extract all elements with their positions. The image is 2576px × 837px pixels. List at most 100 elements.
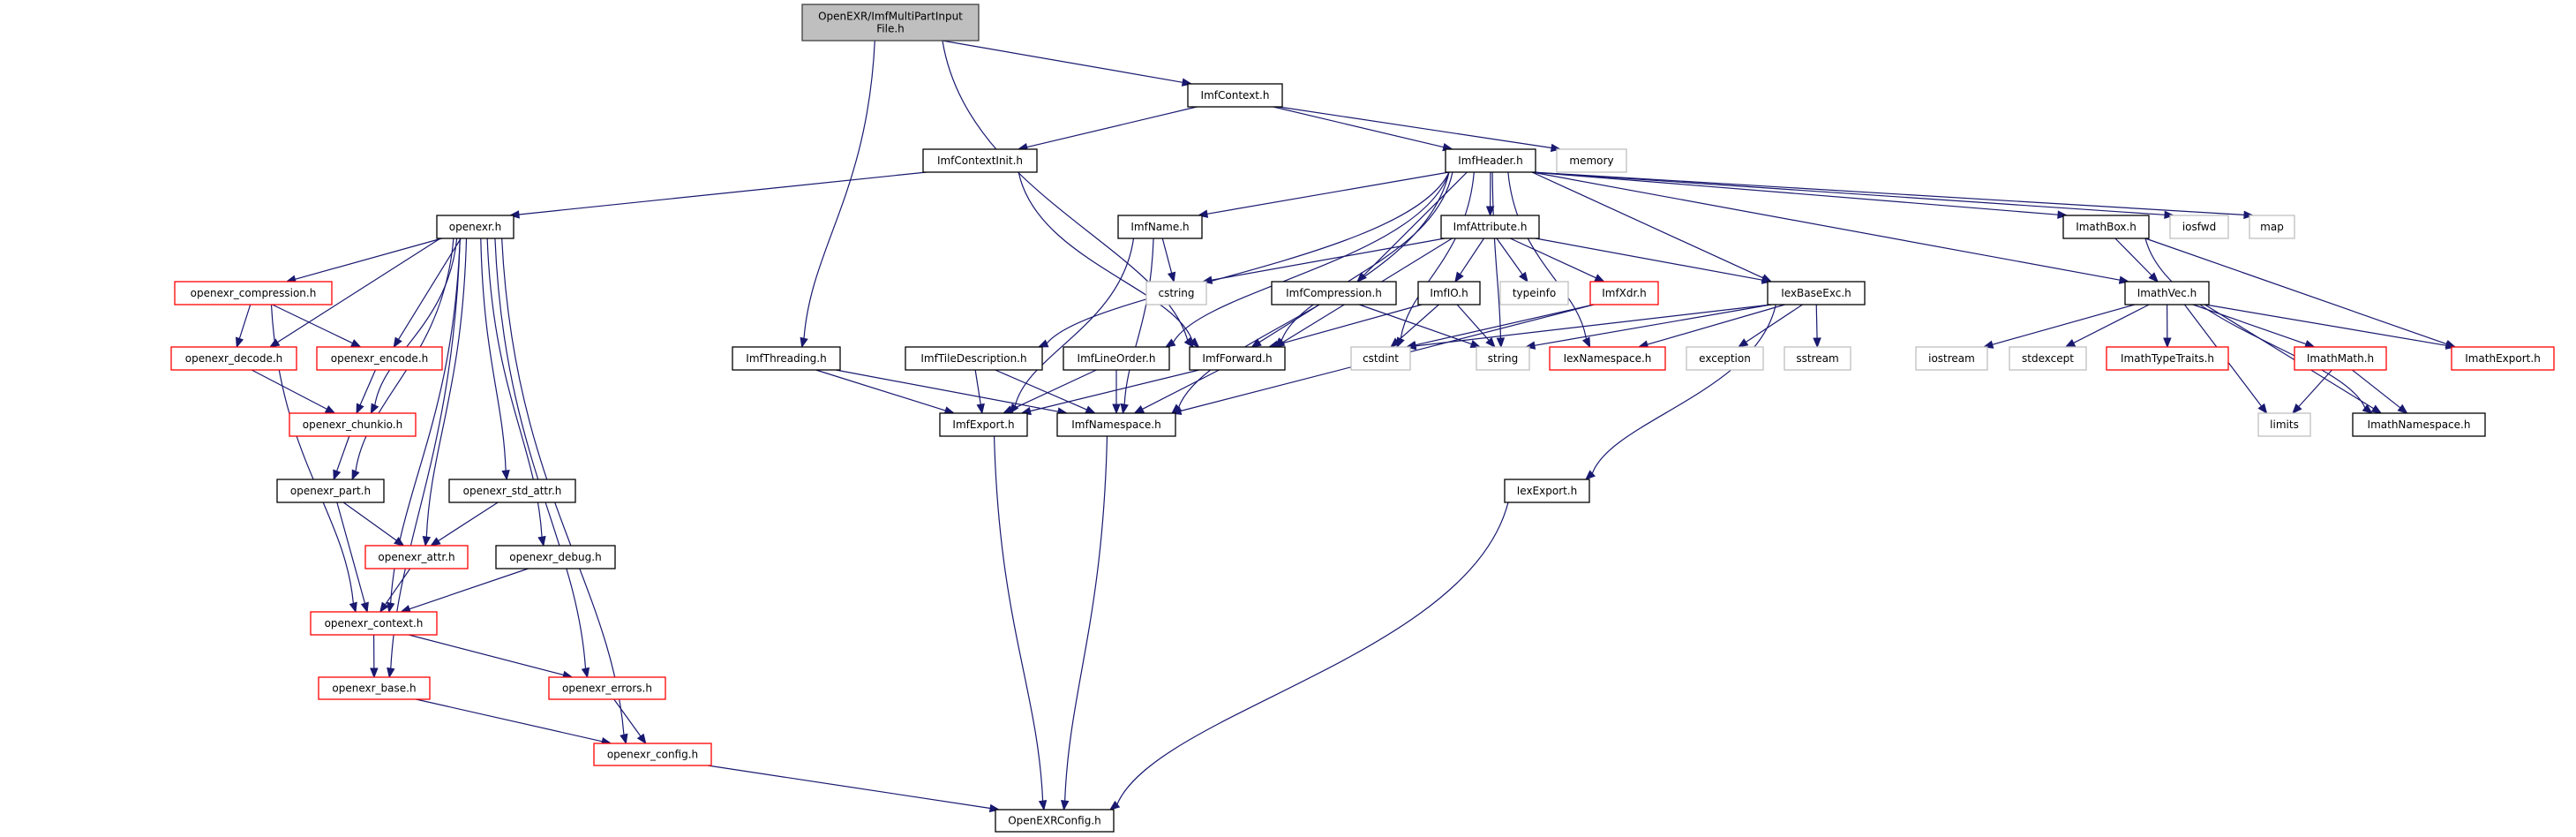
arrowhead bbox=[324, 404, 336, 414]
arrowhead bbox=[422, 535, 432, 547]
node-openexr-std-attr[interactable]: openexr_std_attr.h bbox=[448, 479, 576, 503]
node-imathnamespace[interactable]: ImathNamespace.h bbox=[2352, 412, 2486, 437]
arrowhead bbox=[1813, 337, 1821, 349]
edge-openexr-to-openexr_errors bbox=[494, 238, 590, 679]
edge-iexbaseexc-to-exception bbox=[1737, 304, 1803, 348]
node-openexr-config[interactable]: openexr_config.h bbox=[593, 743, 712, 766]
node-imathexport[interactable]: ImathExport.h bbox=[2451, 346, 2555, 371]
node-label: ImfCompression.h bbox=[1286, 287, 1382, 299]
edge-imfheader-to-iosfwd bbox=[1531, 171, 2175, 220]
node-box bbox=[2106, 346, 2229, 371]
node-label: string bbox=[1488, 352, 1518, 365]
node-imflineorder[interactable]: ImfLineOrder.h bbox=[1063, 346, 1170, 371]
node-imfcontext[interactable]: ImfContext.h bbox=[1187, 83, 1283, 108]
edge-openexr-to-openexr_attr bbox=[422, 238, 468, 547]
node-typeinfo[interactable]: typeinfo bbox=[1499, 281, 1569, 305]
node-openexrconfig[interactable]: OpenEXRConfig.h bbox=[995, 809, 1115, 833]
node-openexr-encode[interactable]: openexr_encode.h bbox=[316, 346, 443, 371]
edge-imftiledescription-to-imfexport bbox=[974, 369, 985, 415]
node-cstdint[interactable]: cstdint bbox=[1350, 346, 1411, 371]
node-sstream[interactable]: sstream bbox=[1784, 346, 1851, 371]
node-label: openexr_decode.h bbox=[185, 352, 283, 365]
node-imfforward[interactable]: ImfForward.h bbox=[1189, 346, 1286, 371]
node-label: openexr_attr.h bbox=[378, 551, 454, 563]
node-map[interactable]: map bbox=[2249, 215, 2295, 239]
node-imfexport[interactable]: ImfExport.h bbox=[939, 412, 1028, 437]
node-imfnamespace[interactable]: ImfNamespace.h bbox=[1056, 412, 1176, 437]
node-openexr-errors[interactable]: openexr_errors.h bbox=[548, 676, 666, 700]
node-limits[interactable]: limits bbox=[2257, 412, 2311, 437]
arrowhead bbox=[1250, 338, 1262, 348]
arrowhead bbox=[387, 601, 395, 614]
node-label: ImathMath.h bbox=[2307, 352, 2374, 365]
arrowhead bbox=[350, 339, 362, 348]
arrowhead bbox=[800, 336, 808, 349]
edge-imfheader-to-imfattribute bbox=[1485, 171, 1495, 217]
node-iostream[interactable]: iostream bbox=[1915, 346, 1988, 371]
edge-imfio-to-cstdint bbox=[1390, 304, 1439, 348]
node-label: ImfLineOrder.h bbox=[1078, 352, 1156, 365]
node-stdexcept[interactable]: stdexcept bbox=[2009, 346, 2087, 371]
node-openexr-context[interactable]: openexr_context.h bbox=[310, 611, 438, 636]
node-imftiledescription[interactable]: ImfTileDescription.h bbox=[905, 346, 1043, 371]
node-imfcompression[interactable]: ImfCompression.h bbox=[1271, 281, 1397, 305]
node-iexexport[interactable]: IexExport.h bbox=[1504, 479, 1590, 503]
nodes-layer: OpenEXR/ImfMultiPartInputFile.hImfContex… bbox=[170, 4, 2555, 833]
node-box bbox=[1445, 148, 1536, 173]
node-openexr-base[interactable]: openexr_base.h bbox=[318, 676, 431, 700]
arrowhead bbox=[1454, 271, 1464, 283]
arrowhead bbox=[1737, 338, 1749, 348]
node-string[interactable]: string bbox=[1476, 346, 1530, 371]
node-imfname[interactable]: ImfName.h bbox=[1117, 215, 1203, 239]
node-label: ImathVec.h bbox=[2137, 287, 2197, 299]
edge-imflineorder-to-imfnamespace bbox=[1112, 370, 1121, 415]
node-openexr-decode[interactable]: openexr_decode.h bbox=[170, 346, 297, 371]
node-box bbox=[1556, 148, 1627, 173]
node-box bbox=[1440, 215, 1540, 239]
node-imathbox[interactable]: ImathBox.h bbox=[2062, 215, 2150, 239]
node-openexr-compression[interactable]: openexr_compression.h bbox=[174, 281, 333, 305]
node-box bbox=[1271, 281, 1397, 305]
node-label: openexr_chunkio.h bbox=[303, 418, 402, 431]
edge-imathvec-to-stdexcept bbox=[2064, 304, 2150, 348]
arrowhead bbox=[370, 667, 379, 679]
node-iexbaseexc[interactable]: IexBaseExc.h bbox=[1767, 281, 1866, 305]
arrowhead bbox=[1189, 337, 1200, 348]
node-exception[interactable]: exception bbox=[1686, 346, 1764, 371]
edge-imfthreading-to-imfnamespace bbox=[835, 369, 1069, 416]
node-imathmath[interactable]: ImathMath.h bbox=[2294, 346, 2387, 371]
edge-imfforward-to-imfnamespace bbox=[1133, 369, 1220, 414]
edge-openexr_chunkio-to-openexr_part bbox=[333, 435, 350, 481]
node-openexr-attr[interactable]: openexr_attr.h bbox=[364, 545, 469, 569]
node-iexnamespace[interactable]: IexNamespace.h bbox=[1549, 346, 1666, 371]
node-iosfwd[interactable]: iosfwd bbox=[2169, 215, 2229, 239]
arrowhead bbox=[508, 210, 520, 219]
node-imathtypetraits[interactable]: ImathTypeTraits.h bbox=[2106, 346, 2229, 371]
arrowhead bbox=[1085, 405, 1097, 414]
node-cstring[interactable]: cstring bbox=[1145, 281, 1207, 305]
edges-layer bbox=[235, 40, 2457, 813]
node-label: IexBaseExc.h bbox=[1781, 287, 1851, 299]
node-openexr-debug[interactable]: openexr_debug.h bbox=[495, 545, 616, 569]
arrowhead bbox=[430, 537, 441, 547]
node-imfattribute[interactable]: ImfAttribute.h bbox=[1440, 215, 1540, 239]
node-box bbox=[732, 346, 841, 371]
arrowhead bbox=[1485, 206, 1495, 217]
node-imfxdr[interactable]: ImfXdr.h bbox=[1589, 281, 1659, 305]
node-imfthreading[interactable]: ImfThreading.h bbox=[732, 346, 841, 371]
edge-imfattribute-to-iexbaseexc bbox=[1535, 238, 1773, 284]
node-label: ImathNamespace.h bbox=[2368, 418, 2471, 431]
node-openexr-part[interactable]: openexr_part.h bbox=[276, 479, 385, 503]
node-imfcontextinit[interactable]: ImfContextInit.h bbox=[922, 148, 1038, 173]
node-imfio[interactable]: ImfIO.h bbox=[1417, 281, 1481, 305]
node-openexr-chunkio[interactable]: openexr_chunkio.h bbox=[289, 412, 417, 437]
node-imfheader[interactable]: ImfHeader.h bbox=[1445, 148, 1536, 173]
node-memory[interactable]: memory bbox=[1556, 148, 1627, 173]
node-label: cstdint bbox=[1363, 352, 1399, 365]
node-openexr[interactable]: openexr.h bbox=[436, 215, 514, 239]
edge-imathvec-to-imathnamespace bbox=[2204, 304, 2383, 414]
arrowhead bbox=[1581, 336, 1591, 349]
arrowhead bbox=[1485, 337, 1496, 349]
node-imathvec[interactable]: ImathVec.h bbox=[2124, 281, 2210, 305]
